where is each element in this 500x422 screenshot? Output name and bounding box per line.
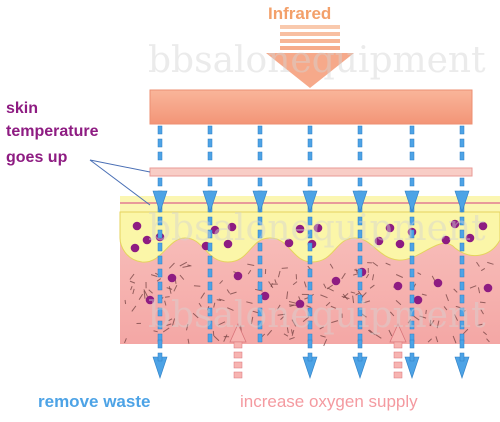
watermark: bbsalonequipment bbox=[148, 208, 486, 249]
skin-temperature-label-line-2: temperature bbox=[6, 124, 98, 140]
cell-dot bbox=[234, 272, 243, 281]
skin-temperature-label-line-3: goes up bbox=[6, 150, 67, 166]
heat-bar bbox=[150, 90, 472, 124]
skin-temperature-label-line-1: skin bbox=[6, 101, 38, 117]
remove-waste-label: remove waste bbox=[38, 393, 150, 410]
infrared-label: Infrared bbox=[268, 5, 331, 22]
increase-oxygen-label: increase oxygen supply bbox=[240, 393, 418, 410]
cell-dot bbox=[394, 282, 403, 291]
skin-surface-layer bbox=[150, 168, 472, 176]
cell-dot bbox=[133, 222, 142, 231]
cell-dot bbox=[332, 277, 341, 286]
watermark: bbsalonequipment bbox=[148, 295, 486, 336]
cell-dot bbox=[131, 244, 140, 253]
cell-dot bbox=[434, 279, 443, 288]
watermark: bbsalonequipment bbox=[148, 40, 486, 81]
cell-dot bbox=[484, 284, 493, 293]
cell-dot bbox=[168, 274, 177, 283]
